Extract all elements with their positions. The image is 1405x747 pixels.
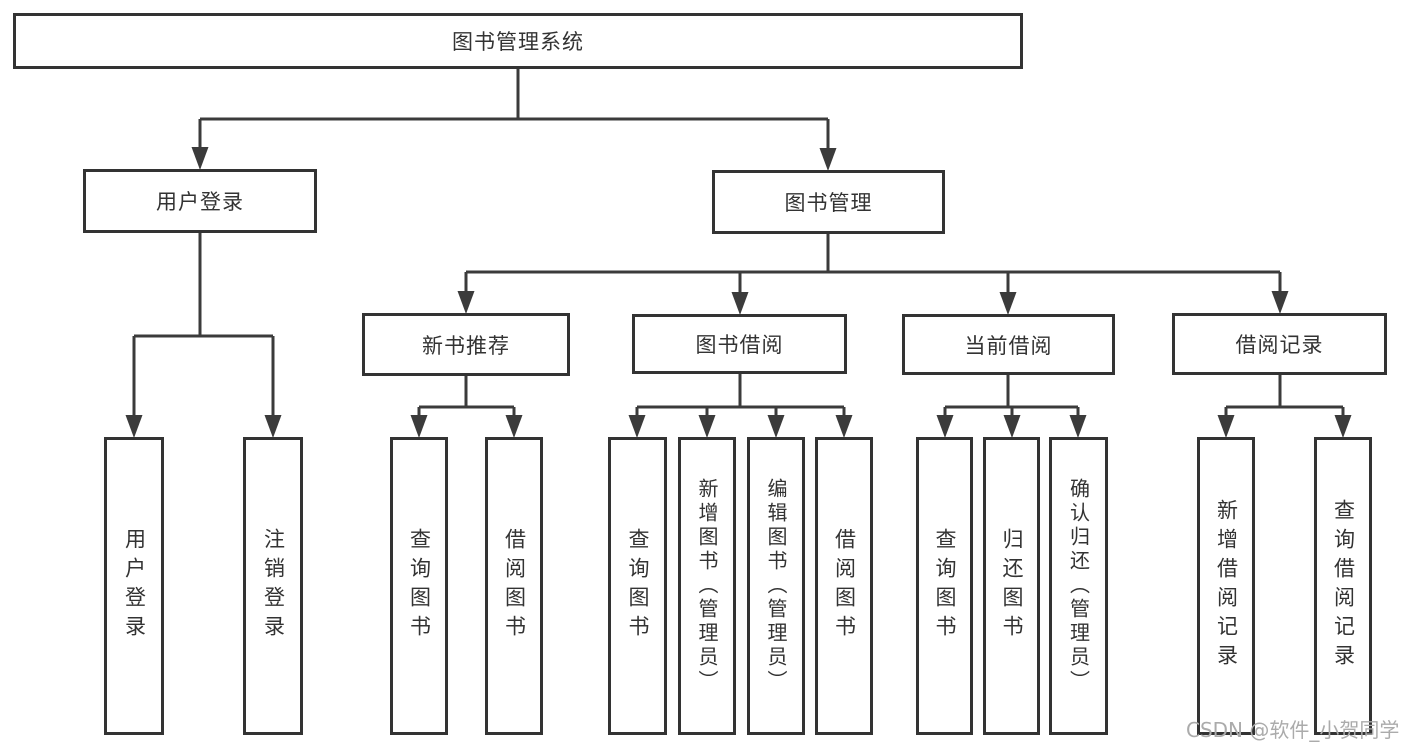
node-label: 图书管理系统 bbox=[452, 30, 584, 54]
node-borrow-records: 借阅记录 bbox=[1172, 313, 1387, 375]
node-label: 确认归还（管理员） bbox=[1066, 478, 1091, 694]
node-add-books-admin: 新增图书（管理员） bbox=[678, 437, 736, 735]
node-label: 用户登录 bbox=[156, 190, 244, 214]
node-book-borrow: 图书借阅 bbox=[632, 314, 847, 374]
csdn-watermark: CSDN @软件_小贺同学 bbox=[1186, 718, 1400, 742]
node-label: 新增借阅记录 bbox=[1214, 499, 1239, 673]
node-query-borrow-record: 查询借阅记录 bbox=[1314, 437, 1372, 735]
connector-records-group bbox=[1217, 375, 1352, 438]
node-query-books: 查询图书 bbox=[608, 437, 667, 735]
node-label: 用户登录 bbox=[122, 528, 147, 644]
node-label: 查询图书 bbox=[407, 528, 432, 644]
node-label: 当前借阅 bbox=[964, 333, 1053, 358]
node-logout: 注销登录 bbox=[243, 437, 303, 735]
node-query-books: 查询图书 bbox=[390, 437, 448, 735]
node-label: 查询图书 bbox=[626, 528, 650, 644]
node-edit-books-admin: 编辑图书（管理员） bbox=[747, 437, 805, 735]
node-return-books: 归还图书 bbox=[983, 437, 1040, 735]
connector-user-login-group bbox=[125, 233, 282, 438]
node-user-login-leaf: 用户登录 bbox=[104, 437, 164, 735]
node-label: 查询图书 bbox=[933, 528, 957, 644]
node-label: 新增图书（管理员） bbox=[695, 478, 719, 694]
node-label: 注销登录 bbox=[261, 528, 286, 644]
node-query-books: 查询图书 bbox=[916, 437, 973, 735]
node-label: 图书管理 bbox=[784, 191, 873, 215]
node-label: 图书借阅 bbox=[695, 333, 784, 357]
connector-borrow-group bbox=[628, 374, 853, 438]
node-label: 借阅图书 bbox=[832, 528, 857, 644]
connector-current-group bbox=[936, 375, 1087, 438]
node-label: 新书推荐 bbox=[422, 333, 510, 358]
node-label: 查询借阅记录 bbox=[1331, 499, 1356, 673]
node-book-management: 图书管理 bbox=[712, 170, 945, 234]
node-label: 借阅图书 bbox=[502, 528, 527, 644]
node-borrow-books: 借阅图书 bbox=[485, 437, 543, 735]
node-new-book-recommend: 新书推荐 bbox=[362, 313, 570, 376]
node-borrow-books: 借阅图书 bbox=[815, 437, 873, 735]
node-library-management-system: 图书管理系统 bbox=[13, 13, 1023, 69]
node-label: 借阅记录 bbox=[1235, 333, 1324, 357]
connector-book-mgmt-to-level3 bbox=[457, 234, 1289, 315]
node-label: 编辑图书（管理员） bbox=[764, 478, 788, 694]
node-current-borrow: 当前借阅 bbox=[902, 314, 1115, 375]
node-user-login: 用户登录 bbox=[83, 169, 317, 233]
connector-root-to-level2 bbox=[191, 69, 837, 171]
node-confirm-return-admin: 确认归还（管理员） bbox=[1049, 437, 1108, 735]
connector-recommend-group bbox=[410, 376, 523, 438]
node-add-borrow-record: 新增借阅记录 bbox=[1197, 437, 1255, 735]
node-label: 归还图书 bbox=[1000, 528, 1024, 644]
